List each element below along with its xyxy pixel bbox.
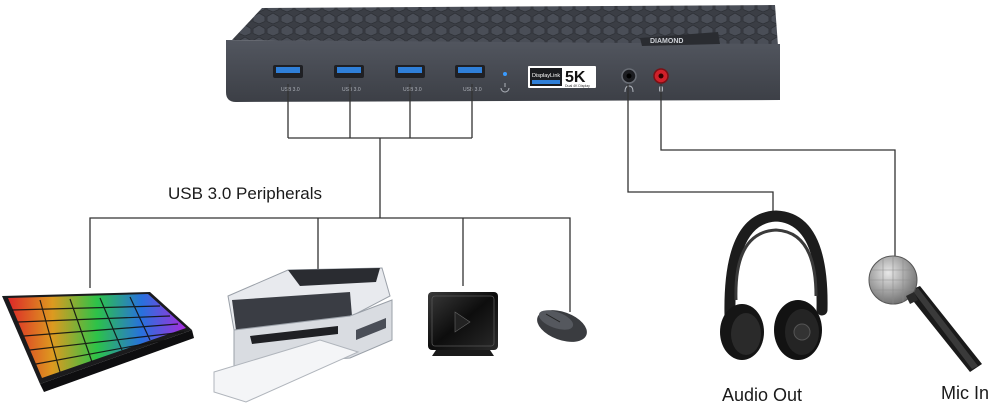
headphones-icon	[720, 210, 828, 360]
headphone-port-icon	[624, 85, 634, 93]
dock-top-surface	[232, 5, 778, 46]
connection-lines	[89, 84, 896, 312]
badge-subtext: Dual 4K Display	[565, 84, 590, 88]
mouse-icon	[537, 310, 587, 342]
dock-front-panel	[226, 40, 780, 102]
keyboard-icon	[2, 292, 194, 392]
audio-out-jack[interactable]	[621, 68, 637, 84]
power-led-icon	[503, 72, 507, 76]
mic-in-jack[interactable]	[653, 68, 669, 84]
usb-port-1[interactable]: USB 3.0	[273, 65, 303, 93]
usb-peripherals-label: USB 3.0 Peripherals	[168, 184, 323, 203]
usb-port-label: USB 3.0	[342, 87, 361, 93]
usb-port-label: USB 3.0	[281, 87, 300, 93]
usb-port-3[interactable]: USB 3.0	[395, 65, 425, 93]
badge-5k-text: 5K	[565, 69, 586, 86]
usb-port-label: USB 3.0	[403, 87, 422, 93]
mic-in-label: Mic In	[941, 383, 990, 403]
audio-out-label: Audio Out	[722, 385, 803, 405]
power-icon	[500, 83, 510, 93]
microphone-icon	[868, 255, 982, 372]
docking-station: DIAMOND USB 3.0 USB 3.0 USB 3.0 USB 3.0	[226, 5, 780, 102]
printer-icon	[213, 267, 393, 403]
displaylink-text: DisplayLink	[532, 73, 560, 79]
usb-port-2[interactable]: USB 3.0	[334, 65, 364, 93]
displaylink-5k-badge: DisplayLink 5K Dual 4K Display	[528, 66, 596, 88]
hard-drive-icon	[428, 292, 498, 356]
dock-brand: DIAMOND	[650, 38, 683, 45]
